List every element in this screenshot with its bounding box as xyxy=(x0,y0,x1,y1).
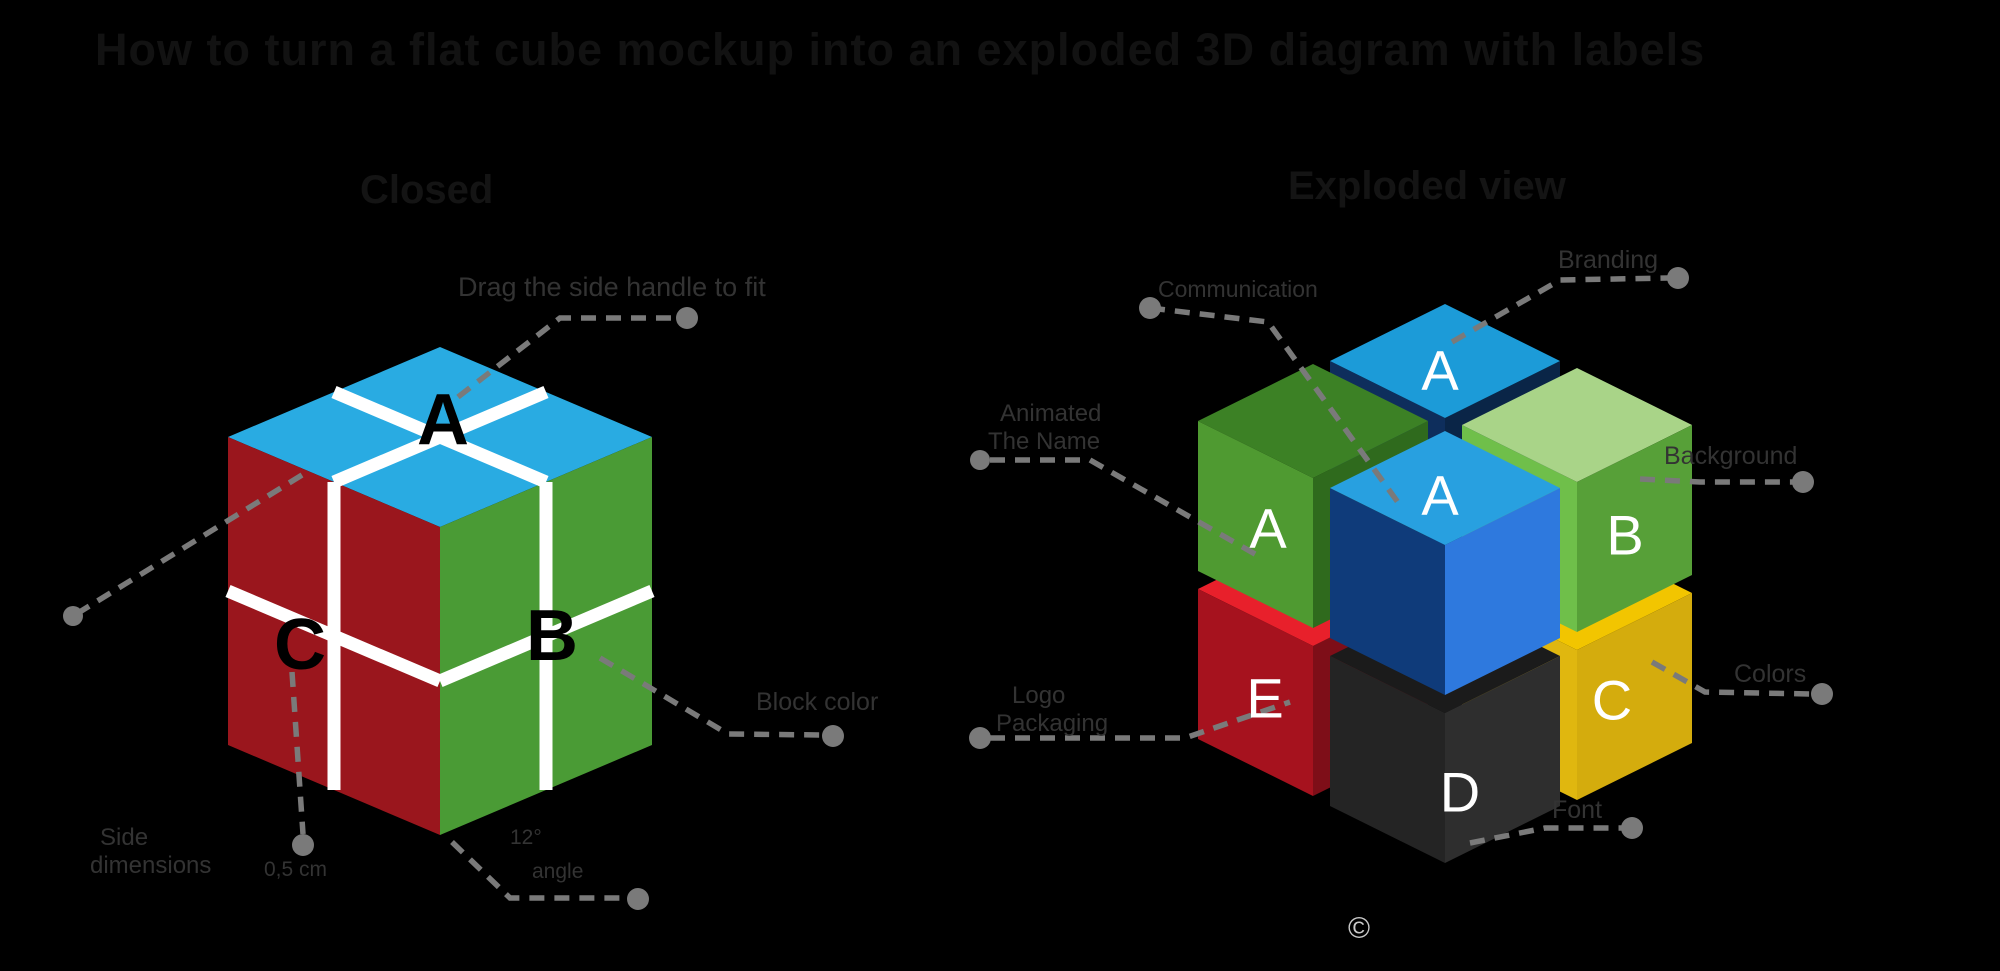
label-angle-line1: 12° xyxy=(510,826,542,849)
piece-center-a xyxy=(1330,431,1560,695)
label-logo-line1: Logo xyxy=(1012,682,1066,709)
left-cube-subtitle: Closed xyxy=(360,168,494,212)
exploded-letter-d: D xyxy=(1439,760,1481,824)
label-angle-line2: angle xyxy=(532,860,584,883)
connector-lines xyxy=(76,275,1813,901)
label-side-line1: Side xyxy=(100,824,149,851)
page-title: How to turn a flat cube mockup into an e… xyxy=(95,24,1706,75)
exploded-letter-b: B xyxy=(1606,503,1644,567)
exploded-cube xyxy=(1198,304,1692,863)
right-cube-subtitle: Exploded view xyxy=(1288,164,1566,208)
label-branding: Branding xyxy=(1558,246,1659,274)
label-logo-line2: Packaging xyxy=(996,710,1109,737)
label-animated-line1: Animated xyxy=(1000,400,1102,427)
label-font: Font xyxy=(1552,796,1603,824)
exploded-letter-back-a: A xyxy=(1421,338,1459,402)
assembled-cube xyxy=(225,347,655,835)
label-gap-size: 0,5 cm xyxy=(264,858,328,881)
exploded-letter-c: C xyxy=(1591,668,1633,732)
exploded-letter-center-a: A xyxy=(1421,463,1459,527)
label-block-color: Block color xyxy=(756,688,879,716)
label-communication: Communication xyxy=(1158,276,1318,302)
label-side-line2: dimensions xyxy=(90,852,212,879)
assembled-letter-top: A xyxy=(417,380,469,460)
exploded-letter-e: E xyxy=(1246,666,1284,730)
label-drag-handle: Drag the side handle to fit xyxy=(458,272,766,302)
exploded-letter-left-a: A xyxy=(1249,496,1287,560)
assembled-letter-right: B xyxy=(526,596,578,676)
cube-gap-lines xyxy=(225,386,655,790)
connector-dots xyxy=(63,267,1833,910)
copyright-mark: © xyxy=(1348,912,1371,945)
assembled-letter-left: C xyxy=(274,605,326,685)
label-colors: Colors xyxy=(1734,660,1807,688)
label-animated-line2: The Name xyxy=(988,428,1101,455)
label-background: Background xyxy=(1664,442,1798,470)
